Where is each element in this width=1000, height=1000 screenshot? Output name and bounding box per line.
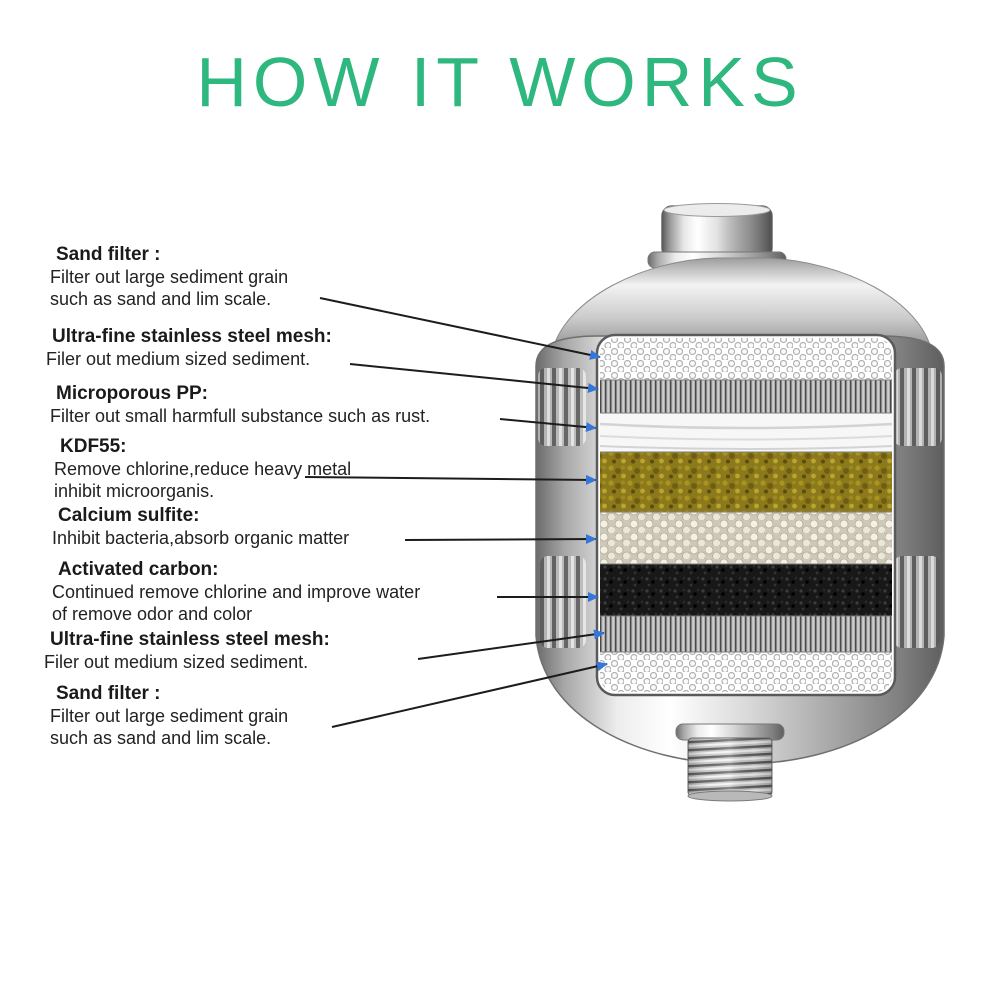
label-description: Filter out large sediment grain such as … (50, 706, 289, 748)
leader-line-mesh-top (349, 363, 599, 393)
label-description: Inhibit bacteria,absorb organic matter (52, 528, 350, 548)
label-activated-carbon: Activated carbon: Continued remove chlor… (52, 559, 512, 625)
label-sand-filter-bottom: Sand filter : Filter out large sediment … (50, 683, 350, 749)
layer-sand-filter-bottom (600, 652, 892, 692)
label-heading: Sand filter : (56, 244, 161, 265)
layer-microporous-pp (600, 413, 892, 452)
bottom-connector (675, 723, 785, 802)
label-heading: Activated carbon: (58, 559, 219, 580)
label-description: Filter out small harmfull substance such… (50, 406, 431, 426)
cutaway-window (595, 333, 897, 697)
label-description: Filer out medium sized sediment. (46, 349, 311, 369)
page-title: HOW IT WORKS (196, 43, 804, 121)
label-heading: Sand filter : (56, 683, 161, 704)
leader-line-sand-filter-bottom (331, 661, 608, 728)
leader-line-calcium-sulfite (404, 534, 597, 545)
label-heading: Microporous PP: (56, 383, 209, 404)
label-description: Remove chlorine,reduce heavy metal inhib… (54, 459, 352, 501)
label-microporous-pp: Microporous PP: Filter out small harmful… (50, 383, 520, 427)
leader-line-microporous-pp (499, 418, 597, 433)
label-calcium-sulfite: Calcium sulfite: Inhibit bacteria,absorb… (52, 505, 452, 549)
side-flutes (538, 368, 942, 648)
label-heading: Calcium sulfite: (58, 505, 200, 526)
leader-lines (304, 297, 608, 728)
label-description: Filer out medium sized sediment. (44, 652, 309, 672)
layer-steel-mesh-top (600, 380, 892, 413)
label-heading: Ultra-fine stainless steel mesh: (52, 326, 332, 347)
layer-steel-mesh-bottom (600, 616, 892, 652)
layer-activated-carbon (600, 564, 892, 616)
label-heading: Ultra-fine stainless steel mesh: (50, 629, 330, 650)
top-connector (647, 203, 787, 269)
label-description: Continued remove chlorine and improve wa… (52, 582, 421, 624)
top-connector-rim (663, 203, 771, 217)
label-sand-filter-top: Sand filter : Filter out large sediment … (50, 244, 350, 310)
label-kdf55: KDF55: Remove chlorine,reduce heavy meta… (54, 436, 434, 502)
label-description: Filter out large sediment grain such as … (50, 267, 289, 309)
layer-sand-filter-top (600, 338, 892, 380)
label-mesh-bottom: Ultra-fine stainless steel mesh: Filer o… (44, 629, 464, 673)
label-mesh-top: Ultra-fine stainless steel mesh: Filer o… (46, 326, 466, 370)
leader-line-kdf55 (304, 474, 597, 485)
label-heading: KDF55: (60, 436, 127, 457)
layer-kdf55 (600, 452, 892, 512)
leader-line-sand-filter-top (319, 297, 601, 360)
leader-line-mesh-bottom (417, 629, 605, 660)
layer-calcium-sulfite (600, 512, 892, 564)
